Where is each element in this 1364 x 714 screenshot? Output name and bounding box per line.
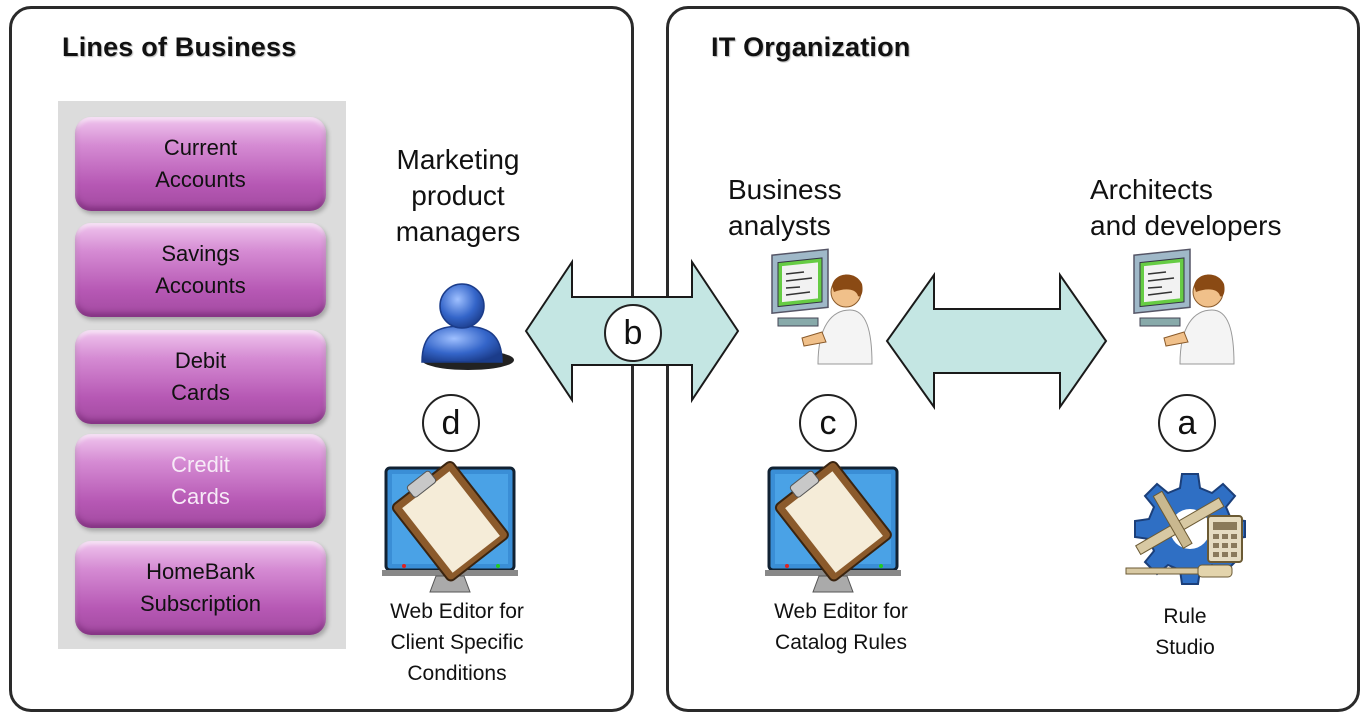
marker-a: a	[1158, 394, 1216, 452]
product-savings-accounts: Savings Accounts	[75, 223, 326, 317]
marker-b: b	[604, 304, 662, 362]
developer-at-computer-icon	[1133, 248, 1235, 365]
role-architects-developers: Architects and developers	[1090, 174, 1282, 241]
monitor-clipboard-icon	[765, 461, 901, 593]
product-debit-cards: Debit Cards	[75, 330, 326, 424]
lines-of-business-title: Lines of Business	[62, 32, 297, 62]
product-current-accounts: Current Accounts	[75, 117, 326, 211]
monitor-clipboard-icon	[382, 461, 518, 593]
role-business-analysts: Business analysts	[728, 174, 842, 241]
marker-c: c	[799, 394, 857, 452]
product-credit-cards: Credit Cards	[75, 434, 326, 528]
role-marketing-product-managers: Marketing product managers	[395, 144, 521, 247]
user-icon	[421, 283, 514, 370]
it-organization-title: IT Organization	[711, 32, 911, 62]
product-homebank-subscription: HomeBank Subscription	[75, 541, 326, 635]
caption-rule-studio: Rule Studio	[1155, 605, 1215, 659]
caption-web-editor-catalog: Web Editor for Catalog Rules	[774, 600, 908, 654]
gear-tools-icon	[1125, 473, 1246, 585]
caption-web-editor-client: Web Editor for Client Specific Condition…	[390, 600, 524, 685]
marker-d: d	[422, 394, 480, 452]
analyst-at-computer-icon	[771, 248, 873, 365]
